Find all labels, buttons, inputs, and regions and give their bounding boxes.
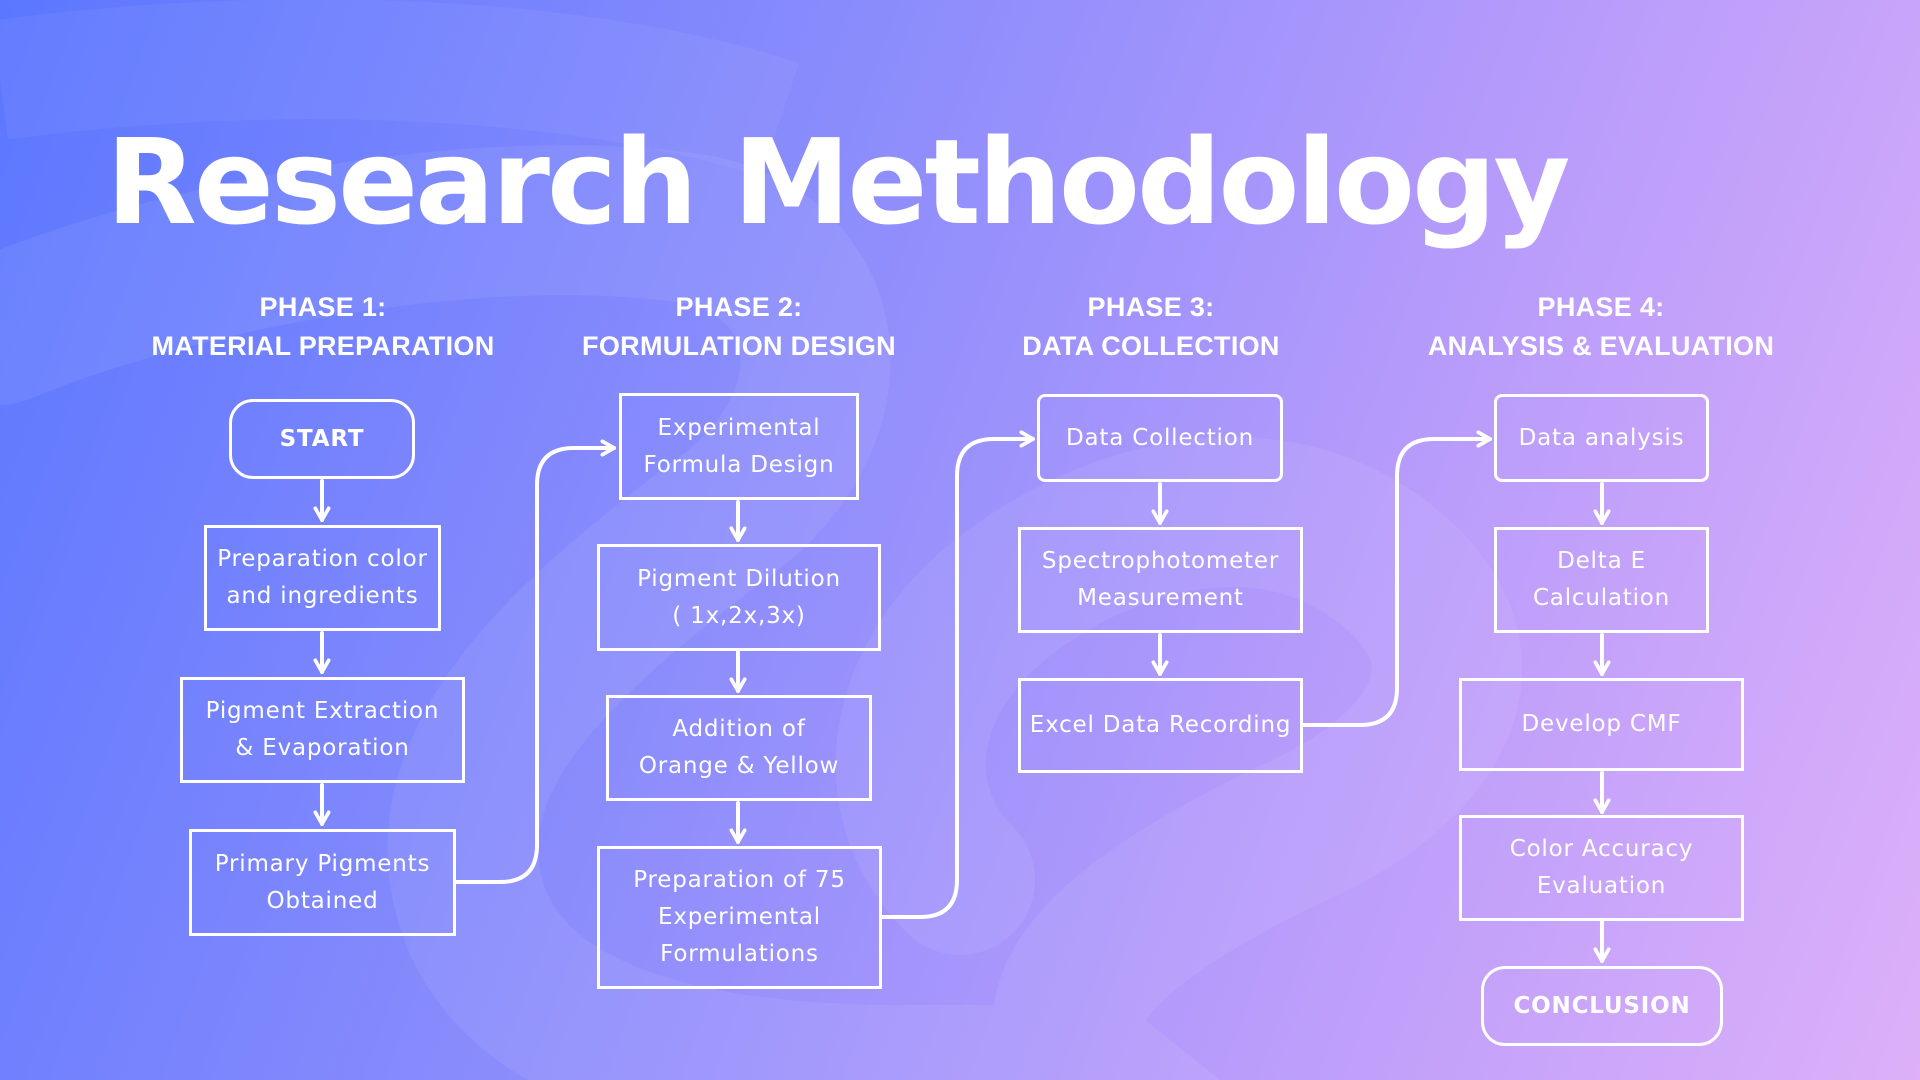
primary-line-1: Primary Pigments [214, 850, 431, 877]
phase-4-header: PHASE 4: ANALYSIS & EVALUATION [1381, 288, 1821, 366]
extraction-node: Pigment Extraction & Evaporation [180, 677, 465, 783]
excel-label: Excel Data Recording [1029, 712, 1292, 738]
addition-node: Addition of Orange & Yellow [606, 695, 872, 801]
delta-line-2: Calculation [1532, 585, 1671, 611]
formulations-line-3: Formulations [660, 941, 819, 967]
phase-2-header: PHASE 2: FORMULATION DESIGN [519, 288, 959, 366]
extraction-line-2: & Evaporation [235, 735, 410, 761]
data-collection-node: Data Collection [1037, 394, 1283, 482]
formulations-line-2: Experimental [658, 904, 821, 930]
dilution-line-2: ( 1x,2x,3x) [672, 602, 806, 629]
design-line-2: Formula Design [643, 451, 835, 478]
phase-2-label: PHASE 2: [675, 292, 803, 322]
accuracy-line-1: Color Accuracy [1509, 836, 1694, 862]
formulations-line-1: Preparation of 75 [633, 867, 846, 893]
spectrophotometer-node: Spectrophotometer Measurement [1018, 527, 1303, 633]
dilution-line-1: Pigment Dilution [637, 565, 841, 592]
design-line-1: Experimental [657, 414, 821, 441]
preparation-line-2: and ingredients [226, 583, 419, 609]
excel-recording-node: Excel Data Recording [1018, 678, 1303, 773]
primary-line-2: Obtained [266, 887, 379, 914]
phase-4-name: ANALYSIS & EVALUATION [1427, 331, 1775, 361]
connector-phase2-to-phase3 [880, 439, 1035, 919]
pigment-dilution-node: Pigment Dilution ( 1x,2x,3x) [597, 544, 881, 651]
primary-pigments-node: Primary Pigments Obtained [189, 829, 456, 936]
collection-label: Data Collection [1066, 424, 1254, 451]
conclusion-label: CONCLUSION [1513, 992, 1691, 1019]
spectro-line-1: Spectrophotometer [1041, 548, 1280, 574]
phase-1-label: PHASE 1: [259, 292, 387, 322]
phase-3-name: DATA COLLECTION [1022, 331, 1280, 361]
delta-line-1: Delta E [1557, 548, 1646, 574]
extraction-line-1: Pigment Extraction [205, 698, 440, 724]
connector-phase1-to-phase2 [454, 448, 616, 884]
formula-design-node: Experimental Formula Design [619, 393, 859, 500]
delta-e-node: Delta E Calculation [1494, 527, 1709, 633]
phase-1-header: PHASE 1: MATERIAL PREPARATION [103, 288, 543, 366]
phase-1-name: MATERIAL PREPARATION [151, 331, 495, 361]
addition-line-2: Orange & Yellow [638, 753, 840, 779]
phase-3-label: PHASE 3: [1087, 292, 1215, 322]
formulations-node: Preparation of 75 Experimental Formulati… [597, 846, 882, 989]
accuracy-line-2: Evaluation [1536, 873, 1667, 899]
page-title: Research Methodology [106, 113, 1570, 251]
develop-cmf-node: Develop CMF [1459, 678, 1744, 771]
cmf-label: Develop CMF [1521, 711, 1682, 737]
addition-line-1: Addition of [672, 716, 806, 742]
phase-4-label: PHASE 4: [1537, 292, 1665, 322]
color-accuracy-node: Color Accuracy Evaluation [1459, 815, 1744, 921]
phase-3-header: PHASE 3: DATA COLLECTION [931, 288, 1371, 366]
conclusion-node: CONCLUSION [1481, 966, 1723, 1046]
phase-2-name: FORMULATION DESIGN [582, 331, 896, 361]
data-analysis-node: Data analysis [1494, 394, 1709, 482]
start-node: START [229, 399, 415, 479]
analysis-label: Data analysis [1518, 424, 1685, 451]
spectro-line-2: Measurement [1077, 585, 1244, 611]
preparation-line-1: Preparation color [217, 546, 428, 572]
start-label: START [279, 425, 365, 452]
preparation-node: Preparation color and ingredients [204, 525, 441, 631]
